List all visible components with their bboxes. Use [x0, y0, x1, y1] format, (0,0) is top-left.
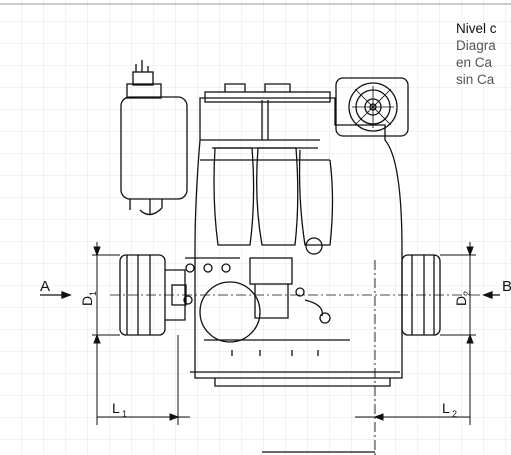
svg-text:2: 2 [452, 409, 457, 419]
svg-text:D: D [453, 296, 469, 306]
label-d2: D 2 [453, 291, 472, 306]
caption-line-1: Diagra [456, 38, 496, 53]
label-a: A [40, 278, 50, 295]
caption-title: Nivel c [456, 21, 497, 36]
cooling-fan-housing [335, 77, 409, 137]
svg-text:1: 1 [122, 409, 127, 419]
svg-text:D: D [79, 296, 95, 306]
label-b: B [502, 278, 511, 295]
crankcase-details [183, 237, 400, 387]
cylinder-fins [213, 100, 334, 246]
caption-line-2: en Ca [456, 55, 493, 70]
shaft-axis [110, 260, 480, 455]
svg-text:2: 2 [462, 291, 472, 296]
view-arrow-b [482, 291, 500, 299]
view-arrow-a [40, 291, 72, 299]
caption-line-3: sin Ca [456, 72, 495, 87]
dimension-d2 [440, 242, 476, 348]
label-d1: D 1 [79, 291, 98, 306]
svg-text:1: 1 [88, 291, 98, 296]
dimension-l1 [96, 335, 190, 425]
dimension-d1 [92, 242, 120, 348]
caption: Nivel c Diagra en Ca sin Ca [456, 20, 511, 88]
label-l1: L 1 [112, 400, 127, 419]
label-l2: L 2 [442, 400, 457, 419]
fuel-tank [120, 60, 188, 216]
svg-text:L: L [112, 400, 120, 416]
dimension-l2 [355, 348, 471, 425]
svg-text:L: L [442, 400, 450, 416]
